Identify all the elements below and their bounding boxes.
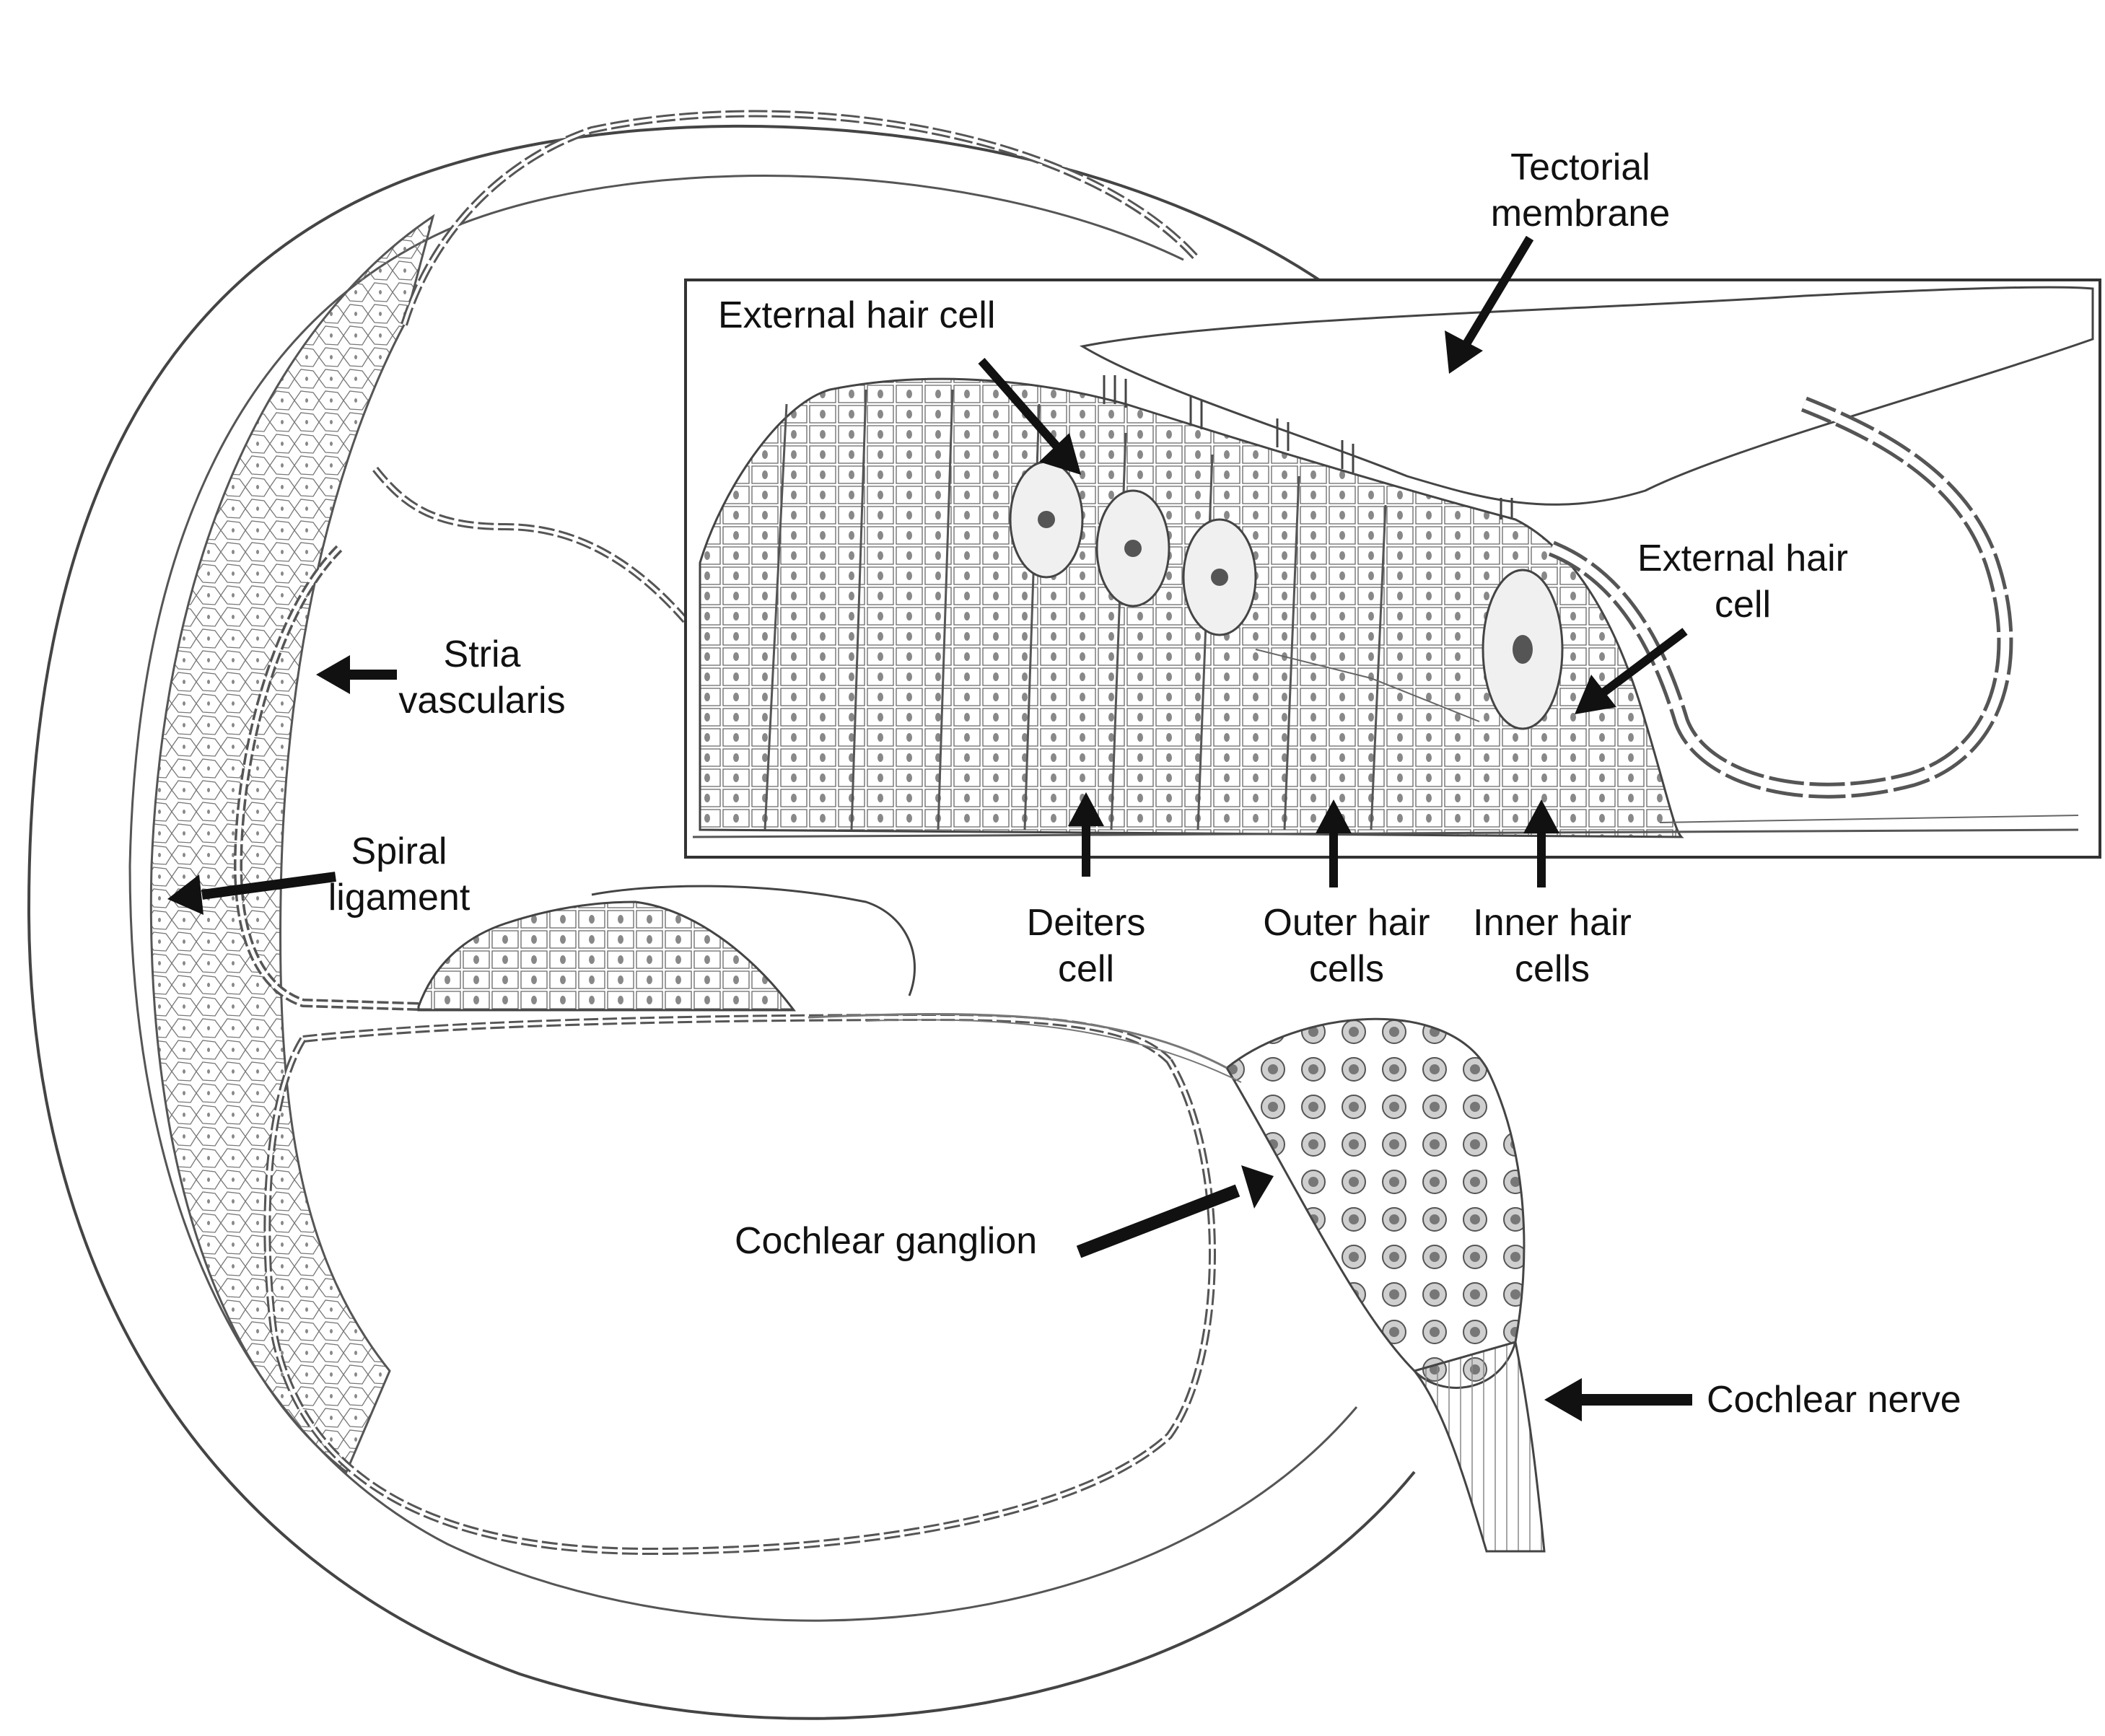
label-spiral-ligament: Spiral ligament [328, 830, 471, 919]
scala-tympani-lining [267, 1039, 1212, 1551]
label-outer-hair-cells: Outer hair cells [1263, 902, 1430, 990]
tectorial-membrane-small [592, 886, 915, 996]
label-cochlear-ganglion: Cochlear ganglion [735, 1220, 1038, 1262]
label-deiters-cell: Deiters cell [1026, 902, 1146, 990]
arrows [167, 238, 1692, 1421]
label-external-hair-cell-right: External hair cell [1637, 538, 1848, 626]
nerve-fibers [808, 1014, 1227, 1068]
label-inner-hair-cells: Inner hair cells [1473, 902, 1632, 990]
organ-of-corti-small [419, 902, 794, 1010]
cochlear-nerve-shape [1414, 1342, 1544, 1551]
inner-bony-wall [130, 176, 1357, 1621]
label-stria-vascularis: Stria vascularis [398, 634, 566, 722]
reissner-membrane [375, 469, 686, 621]
tectorial-membrane-inset [1082, 287, 2093, 504]
outer-bony-wall [29, 126, 1414, 1719]
label-external-hair-cell-top: External hair cell [718, 294, 996, 336]
spiral-ligament-tissue [151, 216, 433, 1472]
basilar-membrane [303, 1017, 1169, 1061]
cochlear-ganglion-shape [1227, 1019, 1524, 1388]
label-cochlear-nerve: Cochlear nerve [1707, 1379, 1961, 1421]
label-tectorial-membrane: Tectorial membrane [1490, 146, 1671, 234]
inset-organ-of-corti [693, 287, 2093, 837]
